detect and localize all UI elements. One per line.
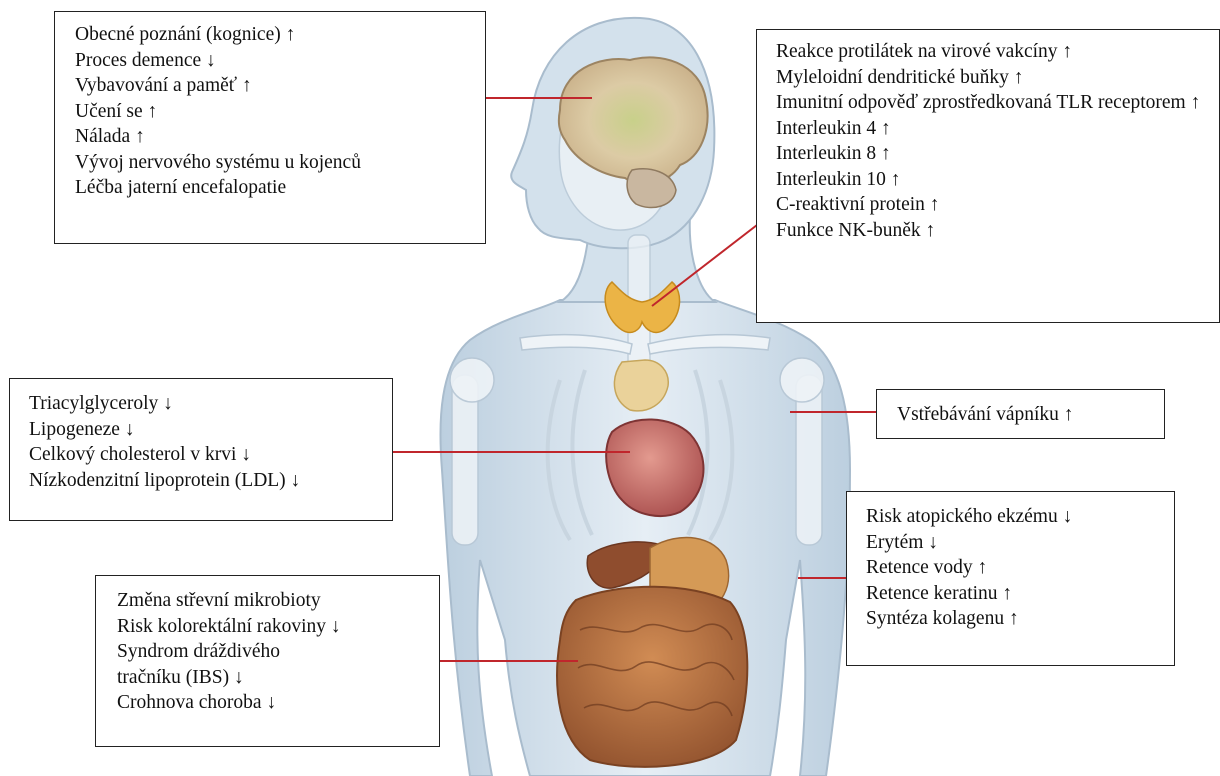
immune-effect-item: Funkce NK-buněk ↑ — [776, 218, 1219, 244]
brain-effect-item: Obecné poznání (kognice) ↑ — [75, 22, 485, 48]
gut-effects-box: Změna střevní mikrobioty Risk kolorektál… — [95, 575, 440, 747]
immune-effect-item: C-reaktivní protein ↑ — [776, 192, 1219, 218]
brain-effect-item: Vývoj nervového systému u kojenců — [75, 150, 485, 176]
brain-effect-item: Nálada ↑ — [75, 124, 485, 150]
heart-effect-item: Triacylglyceroly ↓ — [29, 391, 392, 417]
gut-effect-item: Risk kolorektální rakoviny ↓ — [117, 614, 439, 640]
skin-effect-item: Retence keratinu ↑ — [866, 581, 1174, 607]
skin-effect-item: Retence vody ↑ — [866, 555, 1174, 581]
brain-effect-item: Učení se ↑ — [75, 99, 485, 125]
brain-effect-item: Proces demence ↓ — [75, 48, 485, 74]
immune-effect-item: Reakce protilátek na virové vakcíny ↑ — [776, 39, 1219, 65]
heart-effects-box: Triacylglyceroly ↓ Lipogeneze ↓ Celkový … — [9, 378, 393, 521]
gut-effect-item: Syndrom dráždivého — [117, 639, 439, 665]
brain-effects-box: Obecné poznání (kognice) ↑ Proces demenc… — [54, 11, 486, 244]
gut-effect-item: tračníku (IBS) ↓ — [117, 665, 439, 691]
heart-effect-item: Celkový cholesterol v krvi ↓ — [29, 442, 392, 468]
brain-effect-item: Vybavování a paměť ↑ — [75, 73, 485, 99]
heart-effect-item: Nízkodenzitní lipoprotein (LDL) ↓ — [29, 468, 392, 494]
immune-effect-item: Interleukin 8 ↑ — [776, 141, 1219, 167]
skin-effects-box: Risk atopického ekzému ↓ Erytém ↓ Retenc… — [846, 491, 1175, 666]
heart-effect-item: Lipogeneze ↓ — [29, 417, 392, 443]
left-shoulder-joint — [450, 358, 494, 402]
right-shoulder-joint — [780, 358, 824, 402]
brain-effect-item: Léčba jaterní encefalopatie — [75, 175, 485, 201]
immune-effect-item: Interleukin 10 ↑ — [776, 167, 1219, 193]
bone-effect-item: Vstřebávání vápníku ↑ — [897, 402, 1164, 428]
gut-effect-item: Crohnova choroba ↓ — [117, 690, 439, 716]
immune-effects-box: Reakce protilátek na virové vakcíny ↑ My… — [756, 29, 1220, 323]
immune-effect-item: Imunitní odpověď zprostředkovaná TLR rec… — [776, 90, 1219, 116]
skin-effect-item: Erytém ↓ — [866, 530, 1174, 556]
intestines — [557, 587, 747, 767]
bone-effects-box: Vstřebávání vápníku ↑ — [876, 389, 1165, 439]
gut-effect-item: Změna střevní mikrobioty — [117, 588, 439, 614]
skin-effect-item: Syntéza kolagenu ↑ — [866, 606, 1174, 632]
skin-effect-item: Risk atopického ekzému ↓ — [866, 504, 1174, 530]
immune-effect-item: Interleukin 4 ↑ — [776, 116, 1219, 142]
immune-effect-item: Myleloidní dendritické buňky ↑ — [776, 65, 1219, 91]
